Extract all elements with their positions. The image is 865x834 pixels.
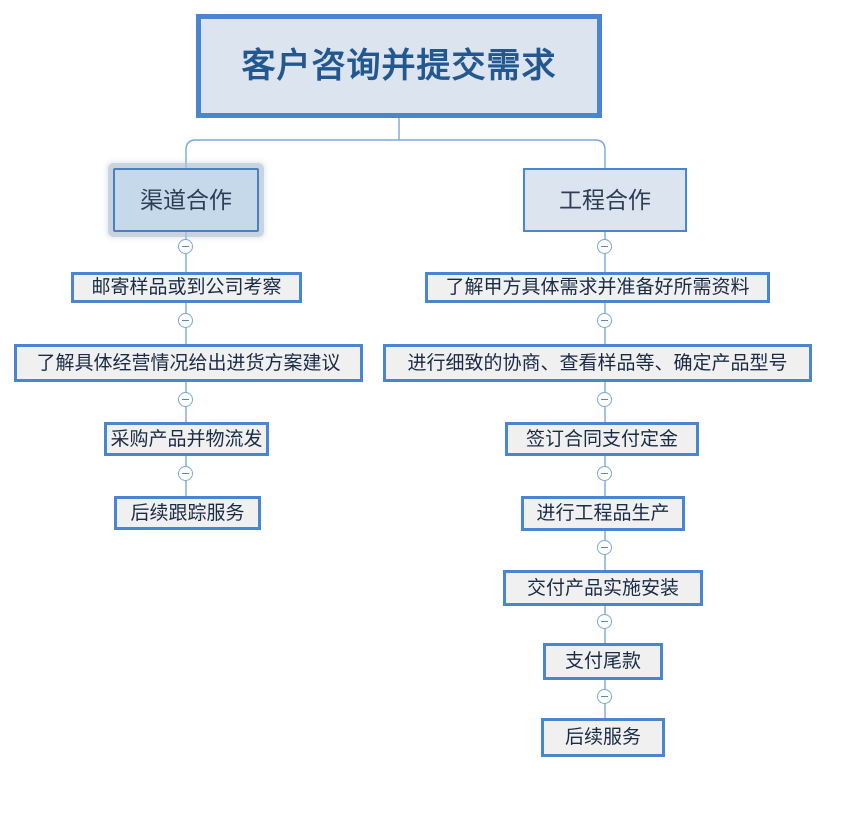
node-left-step-4-label: 后续跟踪服务 [130,502,245,524]
node-right-step-3-label: 签订合同支付定金 [525,428,678,450]
node-left-step-1[interactable]: 邮寄样品或到公司考察 [71,272,302,303]
edge-root-to-left [185,139,399,168]
collapse-minus-icon[interactable] [597,614,612,629]
node-right-step-1-label: 了解甲方具体需求并准备好所需资料 [445,277,750,298]
node-right-step-7-label: 后续服务 [564,727,641,748]
collapse-minus-icon[interactable] [597,392,612,407]
collapse-minus-icon[interactable] [597,466,612,481]
collapse-minus-icon[interactable] [597,540,612,555]
node-right-step-4-label: 进行工程品生产 [536,503,670,524]
node-root-label: 客户咨询并提交需求 [241,47,557,85]
node-left-step-1-label: 邮寄样品或到公司考察 [91,277,282,298]
collapse-minus-icon[interactable] [597,239,612,254]
node-branch-left-label: 渠道合作 [140,186,232,213]
collapse-minus-icon[interactable] [178,392,193,407]
collapse-minus-icon[interactable] [597,313,612,328]
node-left-step-3[interactable]: 采购产品并物流发 [104,422,269,456]
node-left-step-2-label: 了解具体经营情况给出进货方案建议 [36,352,341,374]
node-right-step-6-label: 支付尾款 [564,651,641,672]
collapse-minus-icon[interactable] [178,239,193,254]
collapse-minus-icon[interactable] [597,689,612,704]
node-right-step-7[interactable]: 后续服务 [541,718,665,757]
node-left-step-4[interactable]: 后续跟踪服务 [114,496,261,530]
node-left-step-3-label: 采购产品并物流发 [110,428,263,450]
node-right-step-1[interactable]: 了解甲方具体需求并准备好所需资料 [425,272,770,303]
collapse-minus-icon[interactable] [178,313,193,328]
node-branch-left[interactable]: 渠道合作 [113,168,259,232]
node-branch-right-label: 工程合作 [559,186,651,213]
node-root[interactable]: 客户咨询并提交需求 [196,14,602,118]
node-right-step-6[interactable]: 支付尾款 [543,643,663,680]
node-right-step-2-label: 进行细致的协商、查看样品等、确定产品型号 [407,352,788,374]
node-right-step-2[interactable]: 进行细致的协商、查看样品等、确定产品型号 [383,344,812,382]
node-right-step-5[interactable]: 交付产品实施安装 [503,570,703,606]
edge-root-to-right [399,139,606,168]
node-right-step-4[interactable]: 进行工程品生产 [521,496,685,531]
node-right-step-3[interactable]: 签订合同支付定金 [505,422,699,456]
node-right-step-5-label: 交付产品实施安装 [526,577,679,599]
collapse-minus-icon[interactable] [178,466,193,481]
node-left-step-2[interactable]: 了解具体经营情况给出进货方案建议 [14,344,363,382]
node-branch-right[interactable]: 工程合作 [523,168,687,232]
